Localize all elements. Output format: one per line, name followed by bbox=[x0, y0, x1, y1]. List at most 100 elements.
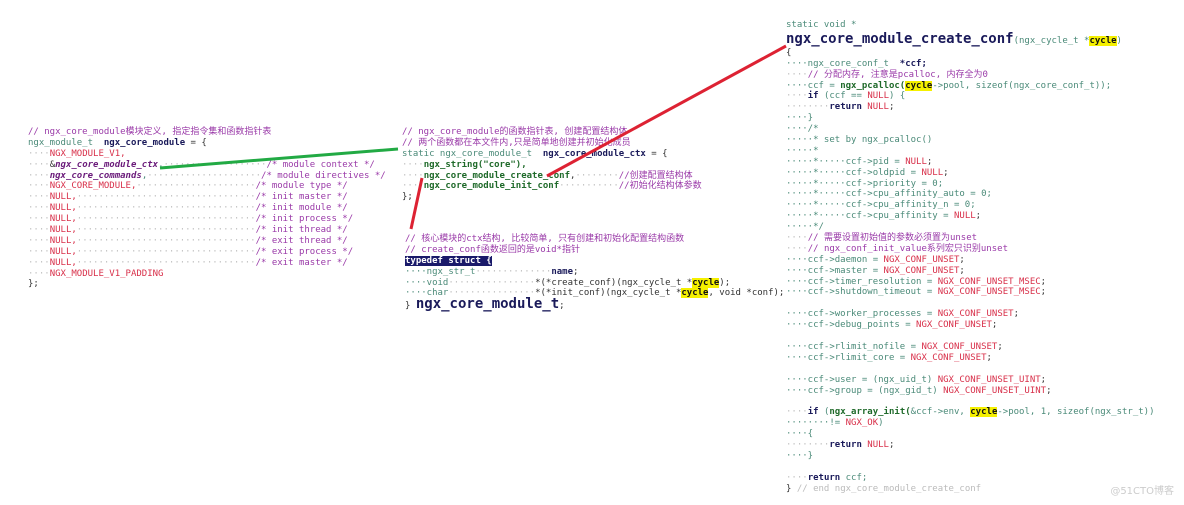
code-token: ); bbox=[719, 277, 731, 288]
code-token: ; bbox=[959, 254, 965, 265]
code-token: NGX_CORE_MODULE, bbox=[49, 181, 137, 192]
code-token: ; bbox=[991, 320, 998, 331]
code-token: ·····* set by ngx_pcalloc() bbox=[786, 135, 933, 146]
code-token: // ngx_core_module的函数指针表, 创建配置结构体 bbox=[402, 127, 628, 137]
code-token: ····ccf->worker_processes = bbox=[786, 309, 938, 320]
code-line: ·····*·····ccf->priority = 0; bbox=[786, 179, 1155, 190]
code-token: ; bbox=[926, 156, 933, 167]
red-arrow-typedef bbox=[409, 177, 424, 230]
code-token: // 需要设置初始值的参数必须置为unset bbox=[807, 233, 978, 244]
code-token: ····ccf->daemon = bbox=[786, 254, 884, 265]
code-line: ····NGX_CORE_MODULE,····················… bbox=[28, 181, 386, 192]
code-token: { bbox=[786, 47, 792, 58]
code-token: /* init module */ bbox=[255, 203, 348, 214]
code-token: ···· bbox=[28, 214, 50, 225]
code-line: { bbox=[786, 48, 1155, 59]
code-line: ····NULL,·······························… bbox=[28, 236, 386, 247]
code-token: ; bbox=[559, 301, 565, 312]
code-token: ···· bbox=[786, 91, 808, 102]
code-token: return bbox=[807, 472, 846, 483]
code-line: ········!= NGX_OK) bbox=[786, 418, 1155, 429]
code-token: ·····*·····ccf->priority = 0; bbox=[786, 178, 944, 189]
code-token: ngx_core_module bbox=[103, 137, 186, 148]
code-token: }; bbox=[28, 279, 39, 290]
code-line: ····ccf->shutdown_timeout = NGX_CONF_UNS… bbox=[786, 287, 1155, 298]
code-line: ·····*·····ccf->pid = NULL; bbox=[786, 157, 1155, 168]
code-token: /* init process */ bbox=[255, 214, 354, 225]
code-token: = { bbox=[645, 148, 668, 159]
code-token: ···· bbox=[786, 69, 808, 80]
code-token: NGX_CONF_UNSET bbox=[921, 341, 998, 352]
code-token: NULL bbox=[905, 156, 927, 167]
code-token: NULL bbox=[867, 439, 889, 450]
code-token: ·············· bbox=[475, 266, 552, 277]
code-token: ···· bbox=[402, 170, 424, 181]
code-token: ···· bbox=[402, 159, 424, 170]
code-token: ngx_pcalloc( bbox=[840, 80, 906, 91]
code-line: ········return NULL; bbox=[786, 102, 1155, 113]
code-token: ···· bbox=[28, 235, 50, 246]
code-token: ········ bbox=[786, 439, 830, 450]
code-line: static void * bbox=[786, 20, 1155, 31]
code-token: NULL, bbox=[49, 246, 77, 257]
code-line: ····void················*(*create_conf)(… bbox=[405, 277, 784, 289]
ngx-core-module-ctx-code: // ngx_core_module的函数指针表, 创建配置结构体// 两个函数… bbox=[402, 127, 702, 203]
green-arrow-ctx bbox=[159, 147, 399, 170]
code-token: ································· bbox=[76, 246, 256, 257]
code-token: ; bbox=[943, 167, 949, 178]
code-line: ····ccf->daemon = NGX_CONF_UNSET; bbox=[786, 255, 1155, 266]
code-line: ····} bbox=[786, 113, 1155, 124]
code-line: ····ngx_core_commands,··················… bbox=[28, 171, 386, 182]
code-line: ····ngx_core_module_init_conf···········… bbox=[402, 181, 702, 192]
code-token: ······················ bbox=[136, 181, 256, 192]
code-token: ; bbox=[888, 102, 895, 113]
code-token: ; bbox=[959, 265, 965, 276]
code-token: ····················· bbox=[147, 170, 262, 181]
code-token: ···· bbox=[28, 181, 50, 192]
code-line: ····NULL,·······························… bbox=[28, 225, 386, 236]
code-token: /* exit process */ bbox=[255, 246, 354, 257]
code-token: ········ bbox=[575, 170, 619, 181]
code-line: ····ngx_core_conf_t *ccf; bbox=[786, 59, 1155, 70]
code-token: *(*create_conf)(ngx_cycle_t * bbox=[535, 277, 693, 288]
code-line: ····ccf = ngx_pcalloc(cycle->pool, sizeo… bbox=[786, 80, 1155, 92]
code-token: ngx_core_module_t bbox=[415, 296, 560, 313]
code-token: ·····* bbox=[786, 145, 819, 156]
code-token: ( bbox=[818, 407, 830, 418]
code-line: ····// 需要设置初始值的参数必须置为unset bbox=[786, 233, 1155, 244]
code-token: ·····*·····ccf->oldpid = bbox=[786, 167, 922, 178]
code-token: /* exit master */ bbox=[255, 257, 348, 268]
code-line: ····ccf->group = (ngx_gid_t) NGX_CONF_UN… bbox=[786, 386, 1155, 397]
code-token: ····ccf->debug_points = bbox=[786, 320, 917, 331]
code-line: ····{ bbox=[786, 429, 1155, 440]
code-token: // 分配内存, 注意是pcalloc, 内存全为0 bbox=[807, 69, 988, 80]
code-token: /* module directives */ bbox=[261, 170, 386, 181]
code-line: // ngx_core_module的函数指针表, 创建配置结构体 bbox=[402, 127, 702, 138]
code-line: // 核心模块的ctx结构, 比较简单, 只有创建和初始化配置结构函数 bbox=[405, 234, 784, 245]
code-line: ····NULL,·······························… bbox=[28, 247, 386, 258]
code-token: ································· bbox=[76, 235, 256, 246]
code-token: ····ccf = bbox=[786, 80, 841, 91]
code-token: NULL, bbox=[49, 225, 77, 236]
code-token: NGX_CONF_UNSET bbox=[883, 254, 960, 265]
code-token: ; bbox=[986, 352, 992, 363]
code-token: ) bbox=[878, 418, 884, 429]
code-token: NULL bbox=[921, 167, 944, 178]
code-token: NGX_MODULE_V1_PADDING bbox=[49, 268, 164, 279]
code-line: typedef struct { bbox=[405, 255, 784, 267]
code-token: }; bbox=[402, 192, 413, 203]
code-token: typedef struct { bbox=[405, 255, 492, 266]
code-token: } bbox=[786, 483, 797, 494]
code-token: ; bbox=[1046, 385, 1052, 396]
code-token: ········ bbox=[786, 102, 830, 113]
code-token: // end ngx_core_module_create_conf bbox=[796, 483, 982, 494]
code-token: ····ngx_core_conf_t bbox=[786, 58, 900, 69]
code-token: ; bbox=[1040, 374, 1047, 385]
code-line: ····NULL,·······························… bbox=[28, 192, 386, 203]
code-token: ; bbox=[1040, 276, 1047, 287]
code-token: ngx_module_t bbox=[28, 137, 104, 148]
code-token: //创建配置结构体 bbox=[618, 170, 693, 181]
code-token: } bbox=[405, 301, 416, 312]
code-token: ···· bbox=[786, 407, 808, 418]
code-token: ···· bbox=[28, 246, 50, 257]
